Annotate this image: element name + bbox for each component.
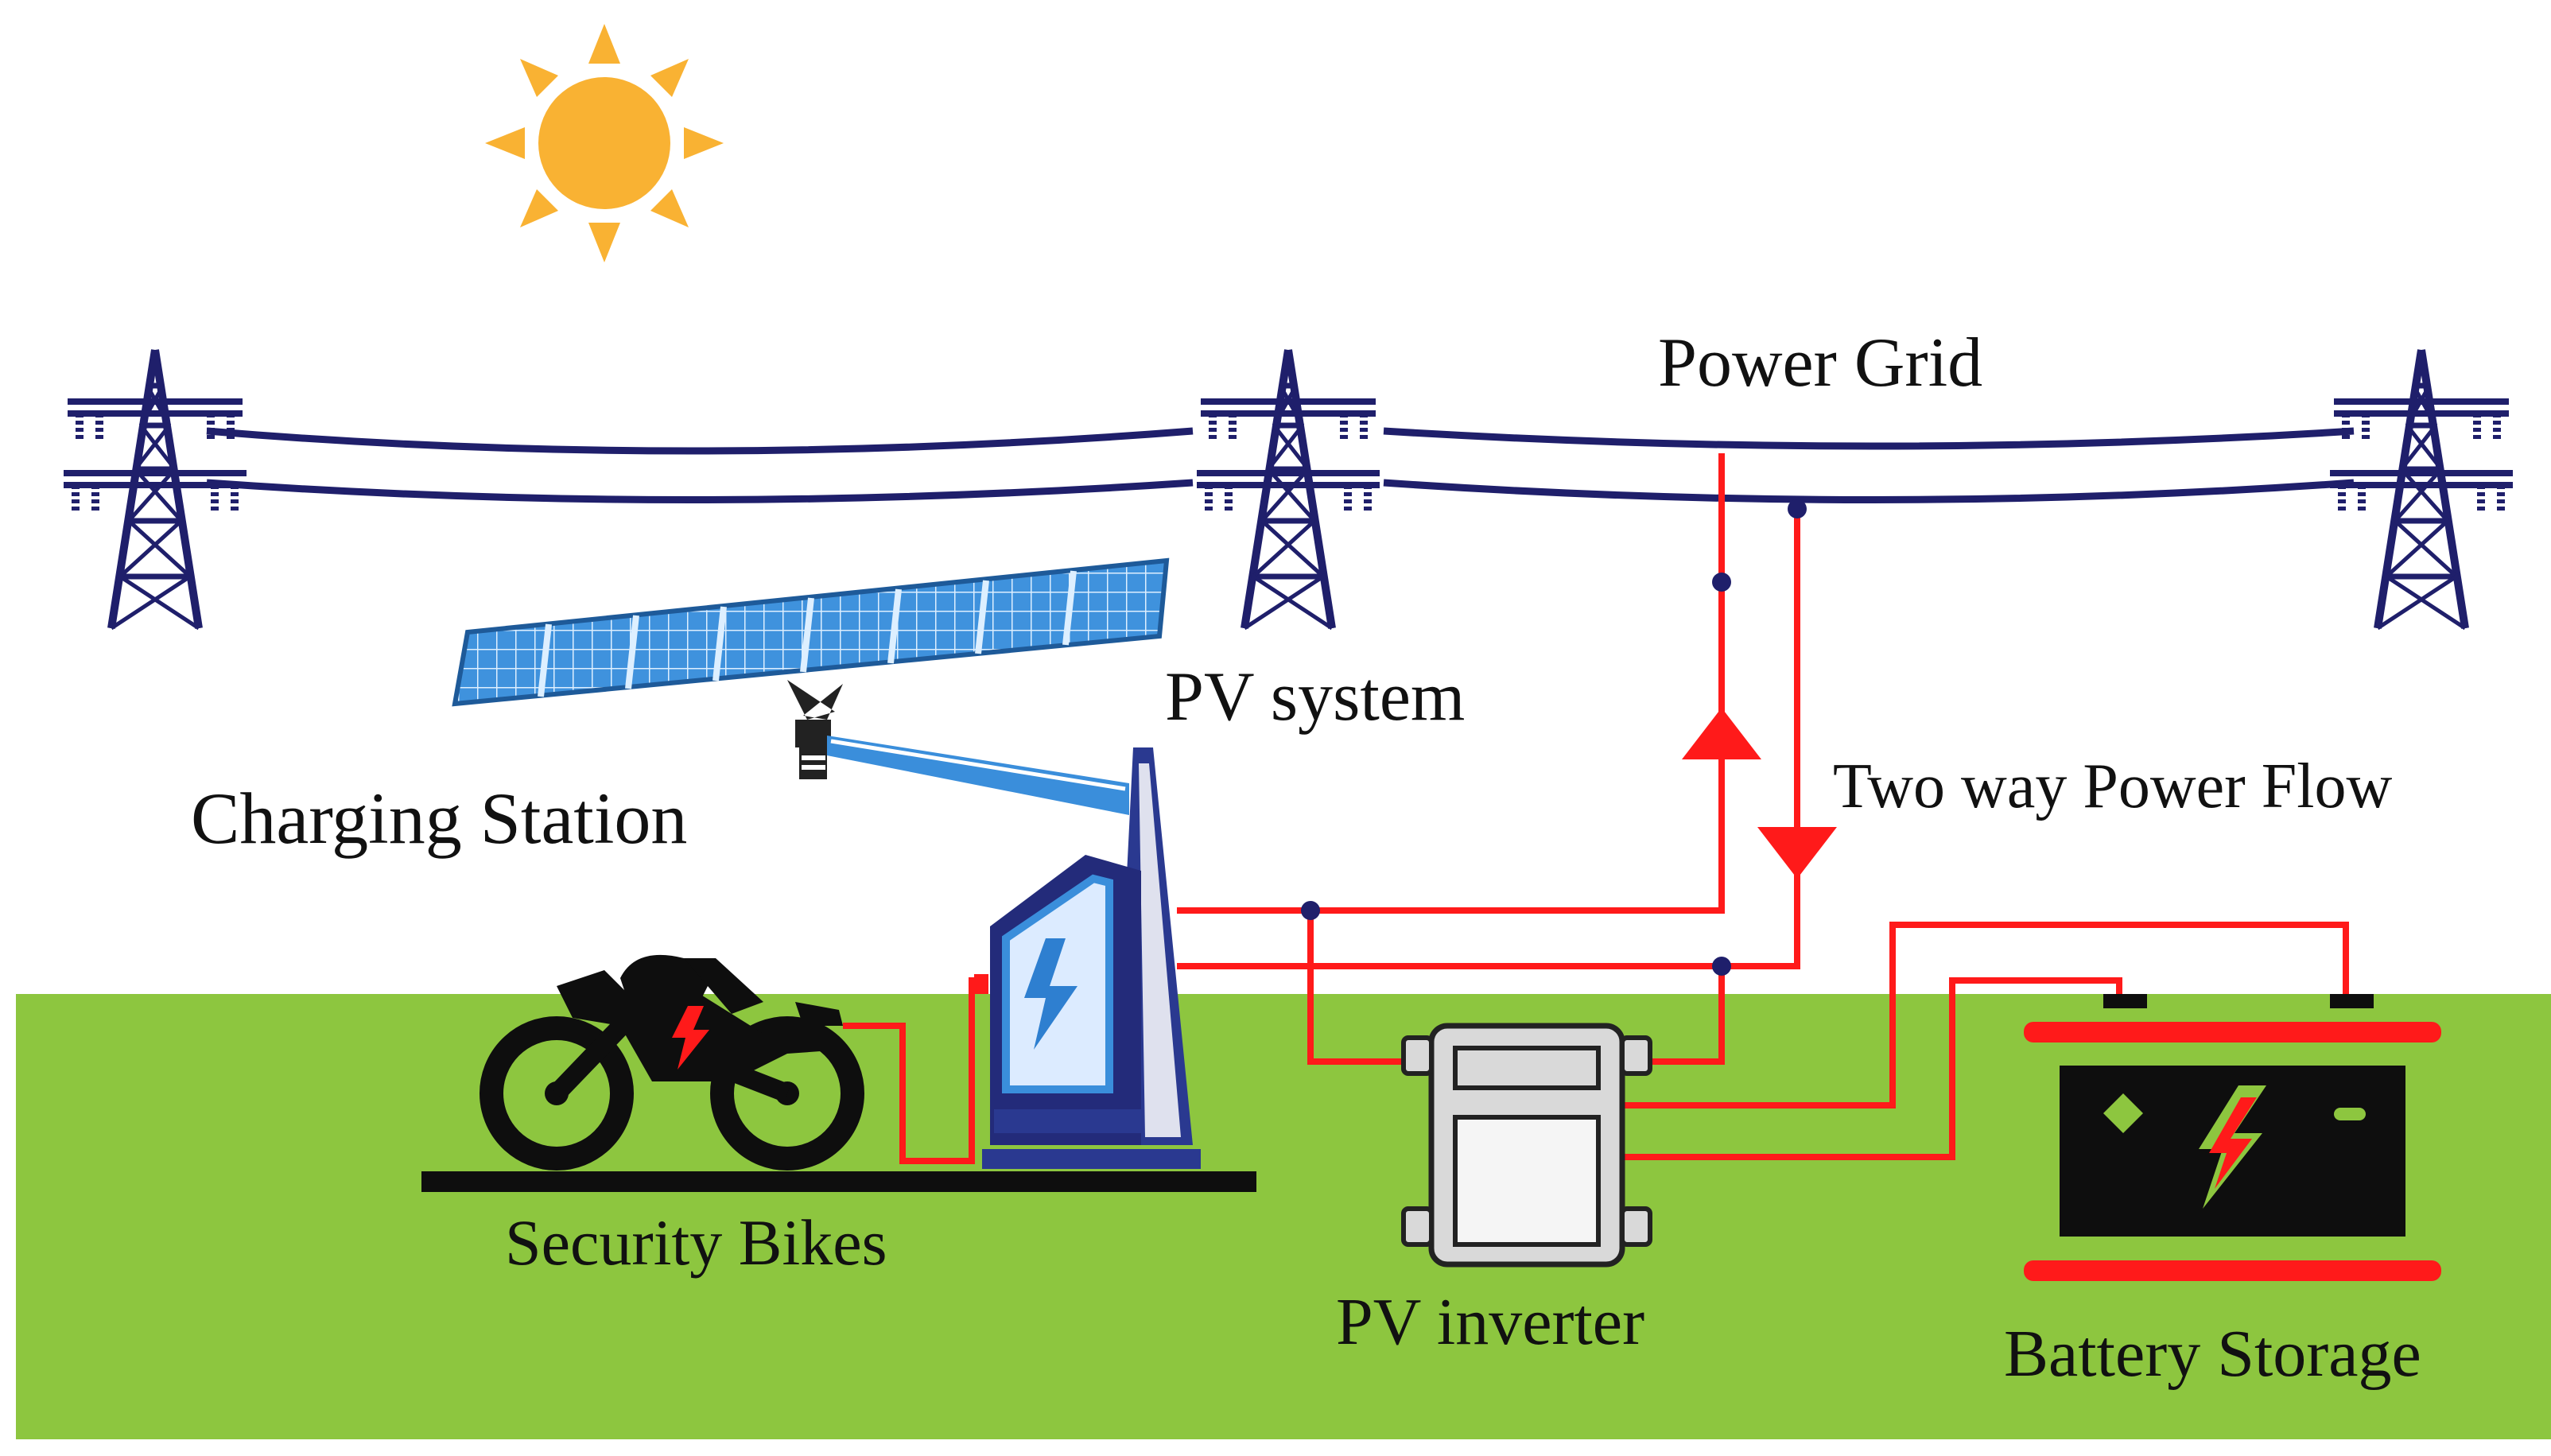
power-flow-wiring bbox=[843, 453, 2349, 1164]
transmission-tower-icon bbox=[64, 350, 247, 628]
battery-icon bbox=[2024, 994, 2441, 1281]
bike-platform bbox=[421, 1171, 1256, 1192]
pv-system-label: PV system bbox=[1165, 658, 1465, 736]
charging-station-label: Charging Station bbox=[191, 778, 687, 859]
pv-inverter-label: PV inverter bbox=[1336, 1285, 1644, 1359]
junction-dots bbox=[1301, 499, 1807, 976]
transmission-tower-icon bbox=[2330, 350, 2513, 628]
power-grid-lines bbox=[206, 427, 2355, 503]
power-grid-label: Power Grid bbox=[1658, 324, 1982, 402]
two-way-flow-label: Two way Power Flow bbox=[1833, 751, 2392, 821]
lightning-bolt-icon bbox=[672, 1006, 709, 1070]
lightning-bolt-icon bbox=[1024, 938, 1077, 1050]
flow-arrow-up bbox=[1682, 708, 1761, 759]
transmission-tower-icon bbox=[1197, 350, 1380, 628]
inverter-icon bbox=[1401, 1023, 1652, 1268]
ev-charger-icon bbox=[827, 736, 1201, 1169]
sun-icon bbox=[485, 24, 724, 262]
flow-arrow-down bbox=[1757, 827, 1837, 879]
battery-storage-label: Battery Storage bbox=[2004, 1317, 2421, 1391]
motorcycle-icon bbox=[480, 954, 864, 1171]
solar-panel-icon bbox=[452, 557, 1170, 779]
security-bikes-label: Security Bikes bbox=[505, 1206, 887, 1279]
